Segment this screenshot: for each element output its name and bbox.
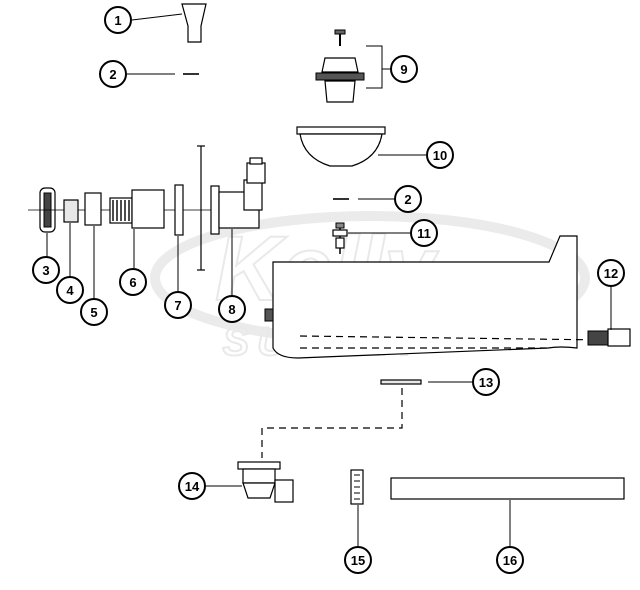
callout-4-label: 4 (66, 283, 74, 298)
part-14-drain (206, 461, 294, 503)
callout-15: 15 (344, 546, 372, 574)
callout-16: 16 (496, 546, 524, 574)
callout-7-label: 7 (174, 298, 181, 313)
callout-10-label: 10 (433, 148, 447, 163)
callout-12-label: 12 (604, 266, 618, 281)
main-housing (264, 235, 606, 359)
callout-7: 7 (164, 291, 192, 319)
callout-6-label: 6 (129, 275, 136, 290)
callout-2-top-label: 2 (109, 67, 116, 82)
callout-13-label: 13 (479, 375, 493, 390)
part-4-washer (63, 199, 79, 277)
callout-8-label: 8 (228, 302, 235, 317)
callout-11-label: 11 (417, 226, 431, 241)
part-6-cartridge (109, 189, 165, 268)
part-7-gasket (174, 184, 184, 292)
callout-11: 11 (410, 219, 438, 247)
part-10-bowl (296, 126, 426, 167)
callout-3: 3 (32, 256, 60, 284)
callout-12: 12 (597, 259, 625, 287)
callout-9: 9 (390, 55, 418, 83)
callout-5-label: 5 (90, 305, 97, 320)
callout-5: 5 (80, 298, 108, 326)
callout-9-label: 9 (400, 62, 407, 77)
callout-16-label: 16 (503, 553, 517, 568)
callout-15-label: 15 (351, 553, 365, 568)
part-15-nut (350, 469, 364, 546)
part-12-solenoid (587, 287, 631, 347)
callout-6: 6 (119, 268, 147, 296)
callout-1-label: 1 (114, 13, 121, 28)
part-16-bar (390, 477, 625, 546)
callout-10: 10 (426, 141, 454, 169)
part-9-bubbler-head (315, 29, 391, 103)
callout-2-mid-label: 2 (404, 192, 411, 207)
callout-14: 14 (178, 472, 206, 500)
callout-14-label: 14 (185, 479, 200, 494)
part-3-cap (39, 187, 56, 258)
callout-2-top: 2 (99, 60, 127, 88)
part-11-valve-stem (332, 222, 410, 254)
callout-2-mid: 2 (394, 185, 422, 213)
part-1-handle (131, 3, 207, 43)
part-5-nut (84, 192, 102, 300)
callout-4: 4 (56, 276, 84, 304)
part-8-valve-body (210, 157, 266, 296)
callout-1: 1 (104, 6, 132, 34)
callout-13: 13 (472, 368, 500, 396)
callout-3-label: 3 (42, 263, 49, 278)
part-13-strip (261, 379, 472, 458)
callout-8: 8 (218, 295, 246, 323)
